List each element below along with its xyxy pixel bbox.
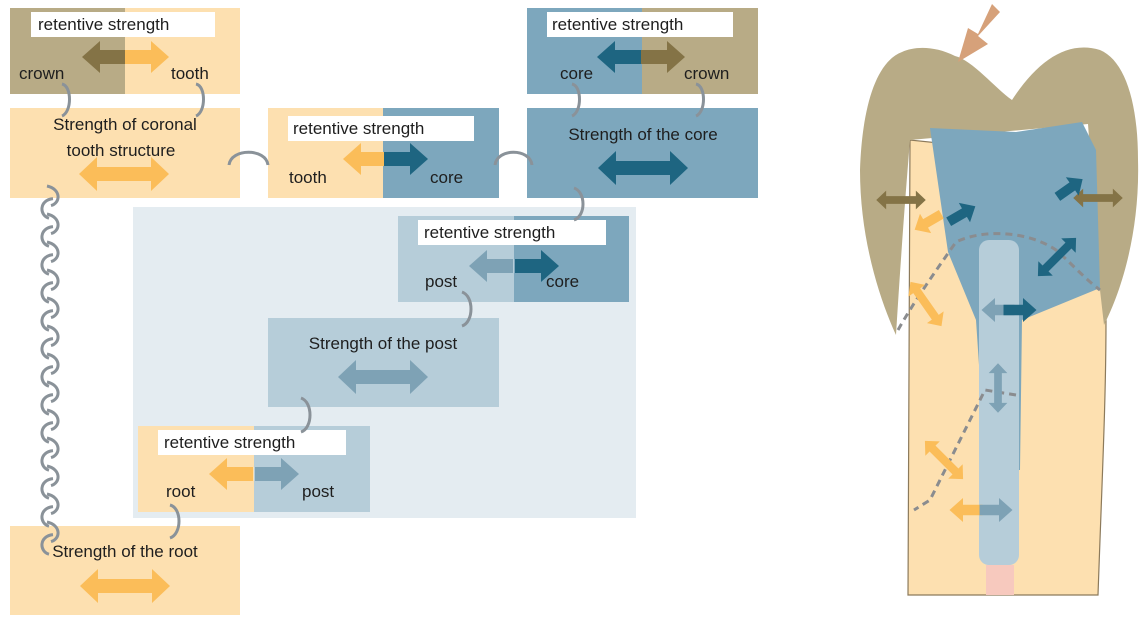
box-root-strength: Strength of the root [10,526,240,615]
load-arrow-icon [958,4,1000,62]
chain-link-icon [695,82,705,118]
crown-label: crown [684,64,729,83]
chain-link-icon [61,82,71,118]
core-strength-label: Strength of the core [568,125,717,144]
chain-link-icon [573,186,585,222]
chain-link-icon [227,150,270,166]
core-label: core [430,168,463,187]
box-crown-tooth-retention: retentive strength crown tooth [10,8,240,94]
box-post-core-retention: retentive strength post core [398,216,629,302]
chain-links [40,82,705,556]
retention-label: retentive strength [424,223,555,242]
post-label: post [425,272,457,291]
box-coronal-strength: Strength of coronal tooth structure [10,108,240,198]
core-label: core [546,272,579,291]
retention-label: retentive strength [38,15,169,34]
crown-label: crown [19,64,64,83]
chain-link-icon [195,82,205,118]
tooth-label: tooth [289,168,327,187]
coronal-strength-label-line1: Strength of coronal [53,115,197,134]
chain-link-icon [571,82,581,118]
post-label: post [302,482,334,501]
root-strength-label: Strength of the root [52,542,198,561]
retention-label: retentive strength [552,15,683,34]
root-label: root [166,482,196,501]
box-core-crown-retention: retentive strength core crown [527,8,758,94]
retention-label: retentive strength [293,119,424,138]
retention-label: retentive strength [164,433,295,452]
core-label: core [560,64,593,83]
tooth-label: tooth [171,64,209,83]
chain-link-icon [461,290,473,328]
box-tooth-core-retention: retentive strength tooth core [268,108,499,198]
box-root-post-retention: retentive strength root post [138,426,370,512]
tooth-illustration [860,4,1139,596]
post-strength-label: Strength of the post [309,334,458,353]
box-core-strength: Strength of the core [527,108,758,198]
box-post-strength: Strength of the post [268,318,499,407]
chain-column [40,184,60,556]
coronal-strength-label-line2: tooth structure [67,141,176,160]
chain-link-icon [493,150,534,166]
chain-link-icon [169,503,181,540]
chain-link-icon [300,396,312,434]
